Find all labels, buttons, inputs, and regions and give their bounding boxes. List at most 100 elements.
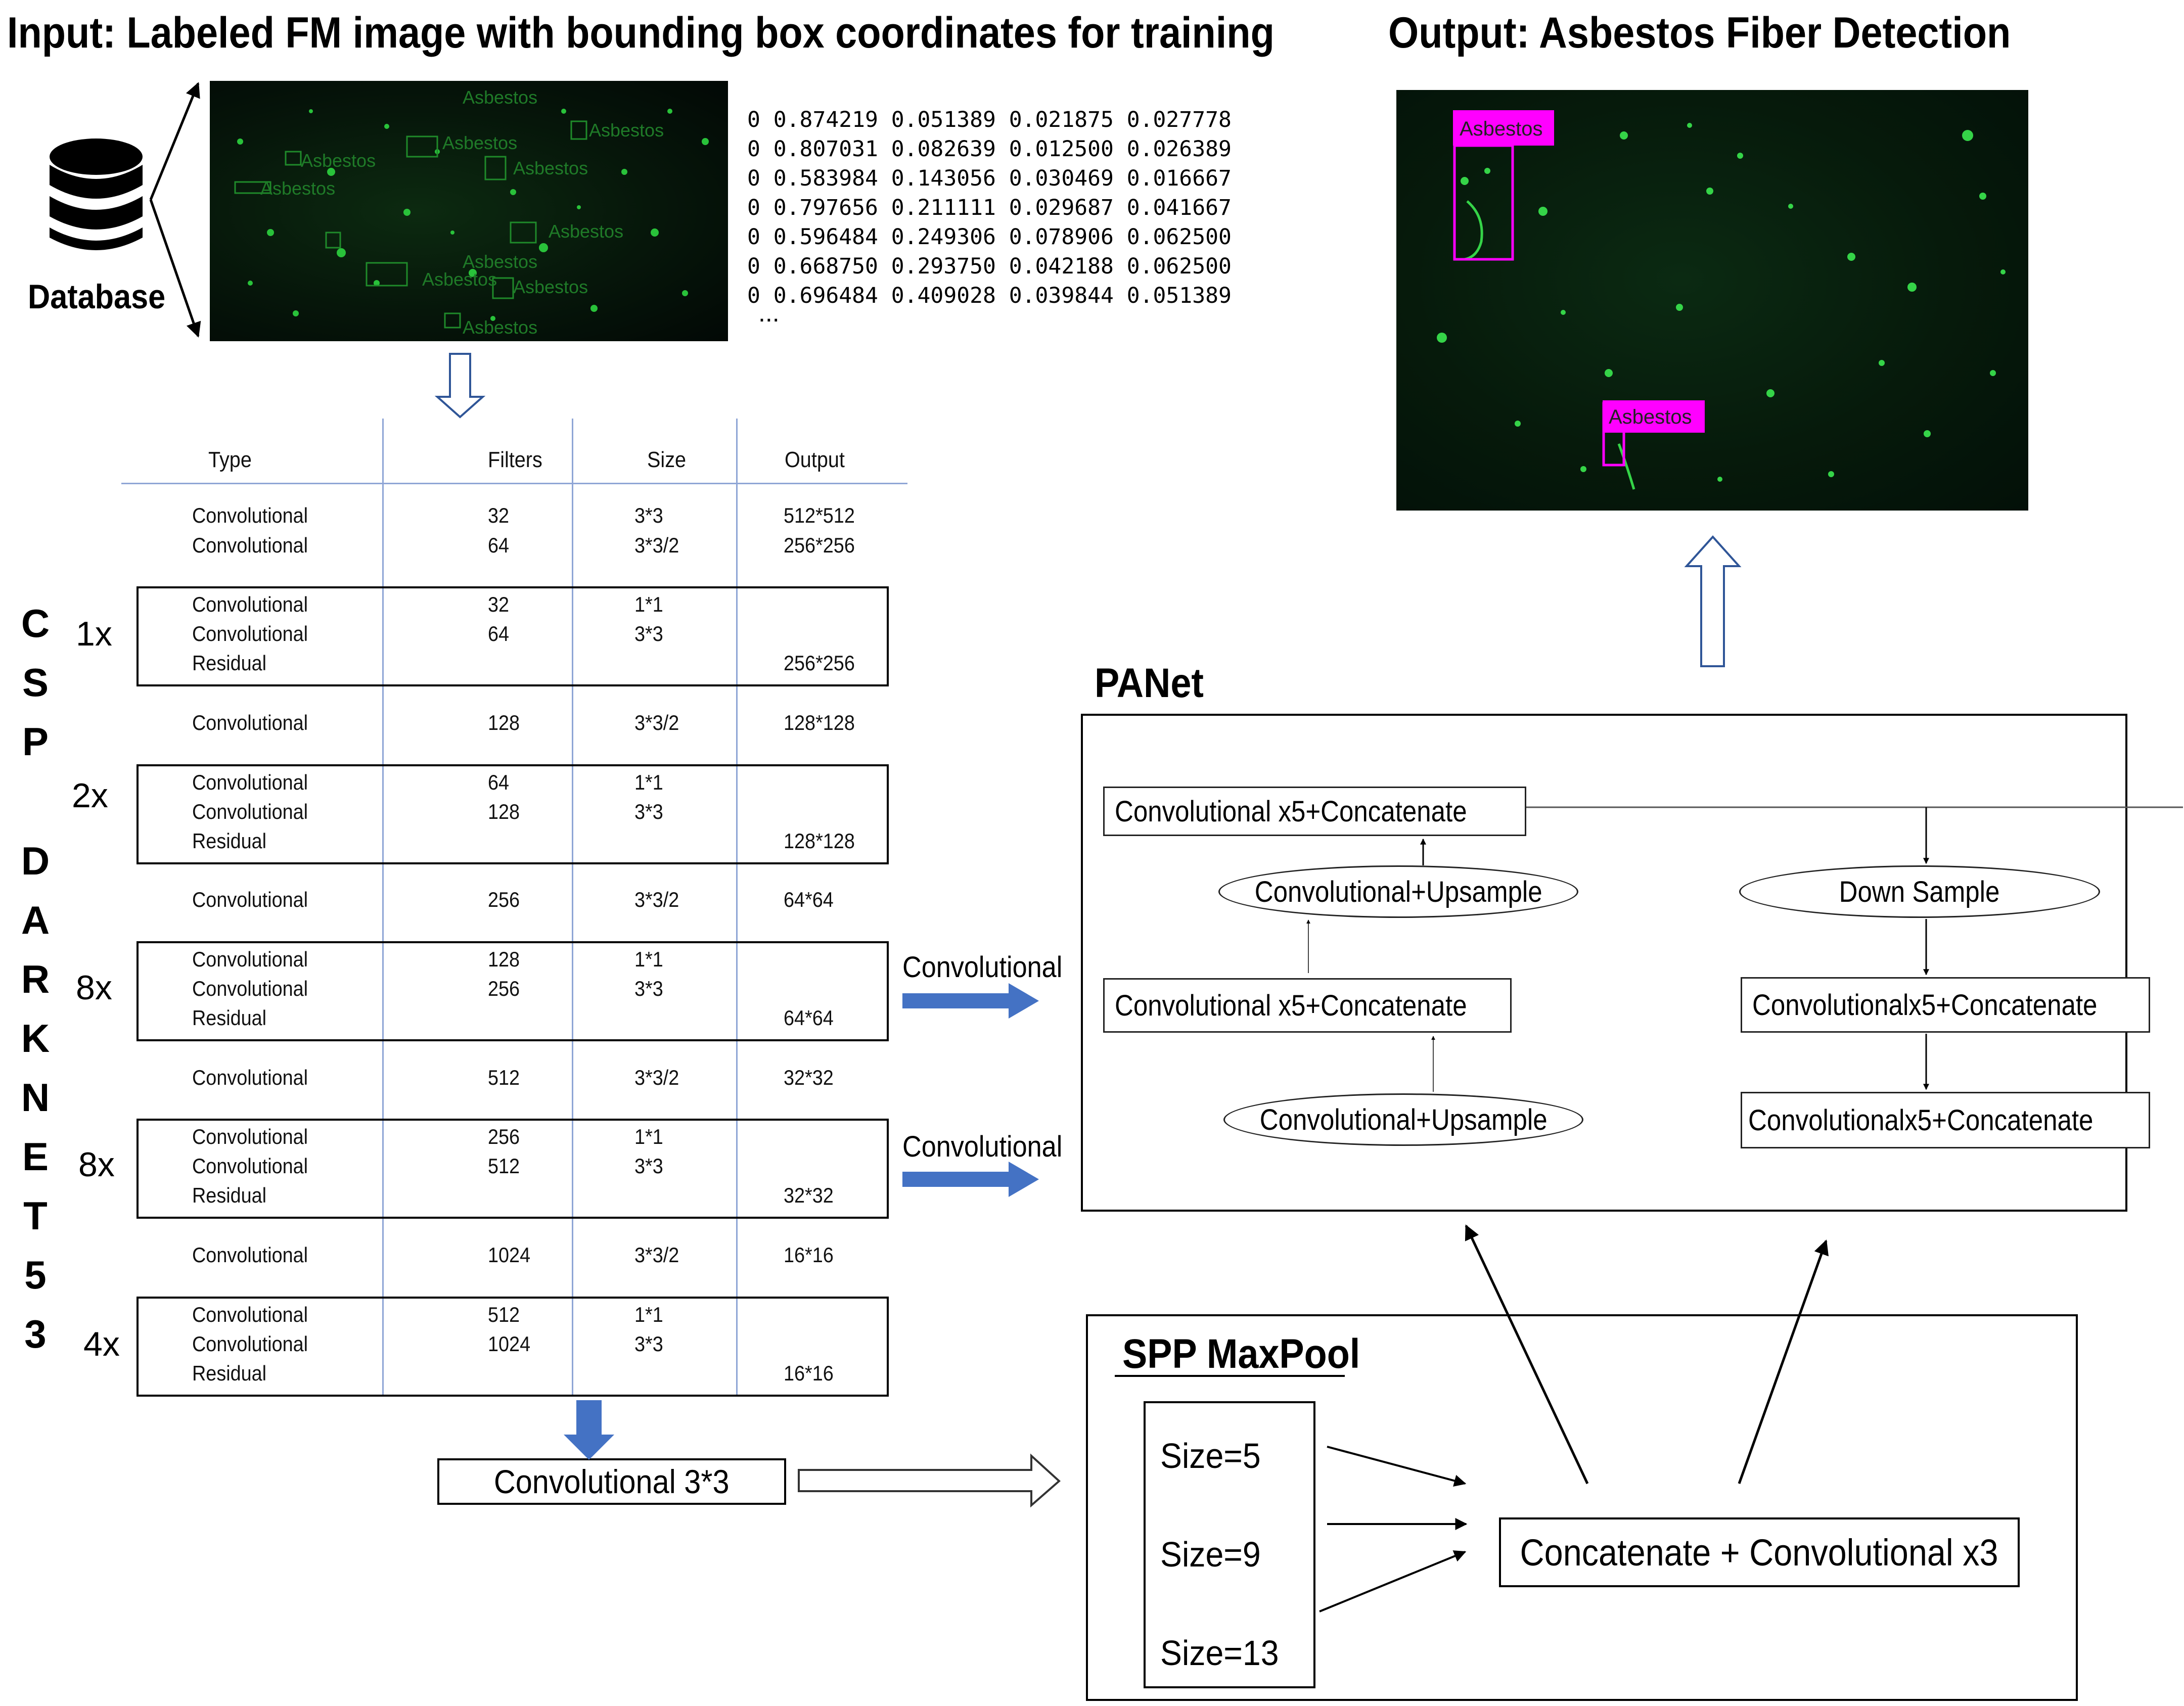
cell-output: 512*512 bbox=[784, 503, 855, 527]
backbone-letter: R bbox=[21, 957, 50, 1001]
cell-type: Residual bbox=[192, 1361, 267, 1385]
cell-filters: 128 bbox=[488, 947, 520, 971]
annotation-row: 0 0.807031 0.082639 0.012500 0.026389 bbox=[747, 136, 1232, 162]
cell-type: Convolutional bbox=[192, 888, 308, 911]
block-multiplier: 1x bbox=[76, 615, 112, 653]
cell-type: Convolutional bbox=[192, 592, 308, 616]
cell-output: 32*32 bbox=[784, 1066, 834, 1089]
cell-size: 1*1 bbox=[634, 770, 663, 794]
cell-filters: 512 bbox=[488, 1154, 520, 1178]
cell-type: Convolutional bbox=[192, 711, 308, 734]
input-image-label: Asbestos bbox=[463, 317, 537, 338]
hollow-right-arrow bbox=[798, 1453, 1061, 1508]
annotation-ellipsis: ... bbox=[758, 299, 780, 327]
cell-filters: 1024 bbox=[488, 1243, 531, 1267]
residual-block-2x bbox=[136, 764, 889, 864]
cell-type: Convolutional bbox=[192, 1243, 308, 1267]
table-column-divider bbox=[736, 419, 738, 1397]
output-title: Output: Asbestos Fiber Detection bbox=[1388, 9, 2011, 57]
node-label: Convolutional+Upsample bbox=[1254, 875, 1542, 908]
cell-size: 3*3/2 bbox=[634, 1243, 679, 1267]
cell-output: 32*32 bbox=[784, 1183, 834, 1207]
input-image-label: Asbestos bbox=[260, 178, 335, 199]
cell-type: Residual bbox=[192, 1183, 267, 1207]
cell-size: 3*3 bbox=[634, 1332, 663, 1356]
blue-arrow-right bbox=[902, 983, 1039, 1019]
spp-title: SPP MaxPool bbox=[1122, 1331, 1360, 1377]
node-label: Convolutionalx5+Concatenate bbox=[1752, 988, 2098, 1022]
block-multiplier: 4x bbox=[83, 1325, 120, 1363]
spp-size-panel bbox=[1144, 1401, 1315, 1688]
cell-type: Residual bbox=[192, 651, 267, 675]
cell-type: Convolutional bbox=[192, 533, 308, 557]
annotation-row: 0 0.874219 0.051389 0.021875 0.027778 bbox=[747, 107, 1232, 132]
block-multiplier: 8x bbox=[76, 969, 112, 1007]
detection-label: Asbestos bbox=[1609, 406, 1692, 428]
cell-size: 1*1 bbox=[634, 1303, 663, 1326]
cell-output: 256*256 bbox=[784, 533, 855, 557]
node-label: Convolutional x5+Concatenate bbox=[1115, 989, 1467, 1022]
database-label: Database bbox=[28, 278, 166, 316]
spp-title-underline bbox=[1115, 1375, 1345, 1377]
detection-box bbox=[1453, 144, 1514, 261]
cell-filters: 128 bbox=[488, 711, 520, 734]
cell-type: Residual bbox=[192, 1006, 267, 1030]
header-output: Output bbox=[785, 447, 845, 472]
cell-output: 64*64 bbox=[784, 888, 834, 911]
panet-mid-concat: Convolutional x5+Concatenate bbox=[1103, 978, 1512, 1033]
cell-filters: 512 bbox=[488, 1303, 520, 1326]
cell-output: 64*64 bbox=[784, 1006, 834, 1030]
annotation-row: 0 0.668750 0.293750 0.042188 0.062500 bbox=[747, 254, 1232, 279]
detection-label: Asbestos bbox=[1460, 118, 1543, 140]
final-conv-box: Convolutional 3*3 bbox=[437, 1458, 786, 1505]
cell-size: 3*3/2 bbox=[634, 533, 679, 557]
input-fm-image: Asbestos Asbestos Asbestos Asbestos Asbe… bbox=[210, 81, 728, 341]
side-arrow-label: Convolutional bbox=[902, 951, 1063, 984]
blue-arrow-right bbox=[902, 1162, 1039, 1197]
annotation-list: 0 0.874219 0.051389 0.021875 0.027778 0 0… bbox=[747, 76, 1232, 340]
cell-output: 256*256 bbox=[784, 651, 855, 675]
backbone-letter: T bbox=[23, 1193, 48, 1238]
backbone-letter: N bbox=[21, 1075, 50, 1120]
cell-output: 128*128 bbox=[784, 711, 855, 734]
residual-block-1x bbox=[136, 586, 889, 686]
spp-size-label: Size=9 bbox=[1160, 1535, 1261, 1574]
header-size: Size bbox=[647, 447, 687, 472]
backbone-letter: 5 bbox=[24, 1253, 47, 1297]
backbone-letter: E bbox=[22, 1134, 49, 1179]
side-arrow-label: Convolutional bbox=[902, 1130, 1063, 1163]
final-conv-label: Convolutional 3*3 bbox=[494, 1463, 730, 1500]
input-image-label: Asbestos bbox=[513, 158, 588, 178]
header-type: Type bbox=[208, 447, 252, 472]
backbone-letter: A bbox=[21, 898, 50, 942]
node-label: Down Sample bbox=[1839, 875, 2000, 908]
cell-output: 16*16 bbox=[784, 1243, 834, 1267]
cell-type: Convolutional bbox=[192, 1125, 308, 1148]
input-image-label: Asbestos bbox=[513, 276, 588, 297]
backbone-letter: D bbox=[21, 839, 50, 883]
cell-size: 3*3 bbox=[634, 1154, 663, 1178]
node-label: Convolutional x5+Concatenate bbox=[1115, 795, 1467, 828]
residual-block-4x bbox=[136, 1297, 889, 1397]
annotation-row: 0 0.596484 0.249306 0.078906 0.062500 bbox=[747, 224, 1232, 250]
spp-size-label: Size=5 bbox=[1160, 1436, 1261, 1476]
cell-output: 128*128 bbox=[784, 829, 855, 853]
table-header-divider bbox=[121, 483, 907, 484]
cell-size: 3*3/2 bbox=[634, 888, 679, 911]
hollow-down-arrow bbox=[434, 353, 486, 419]
cell-type: Convolutional bbox=[192, 1303, 308, 1326]
panet-down-sample: Down Sample bbox=[1739, 865, 2100, 918]
backbone-letter: C bbox=[21, 601, 50, 645]
hollow-up-arrow bbox=[1684, 535, 1742, 667]
cell-filters: 128 bbox=[488, 800, 520, 823]
spp-size-label: Size=13 bbox=[1160, 1633, 1279, 1673]
panet-right-concat-1: Convolutionalx5+Concatenate bbox=[1741, 977, 2150, 1033]
input-title: Input: Labeled FM image with bounding bo… bbox=[7, 9, 1275, 57]
header-filters: Filters bbox=[488, 447, 542, 472]
spp-concat-label: Concatenate + Convolutional x3 bbox=[1520, 1531, 1999, 1574]
cell-size: 3*3 bbox=[634, 622, 663, 645]
input-image-label: Asbestos bbox=[442, 132, 517, 153]
output-fm-image: Asbestos Asbestos bbox=[1396, 90, 2028, 511]
spp-concat-box: Concatenate + Convolutional x3 bbox=[1499, 1517, 2020, 1587]
input-image-label: Asbestos bbox=[589, 120, 664, 141]
